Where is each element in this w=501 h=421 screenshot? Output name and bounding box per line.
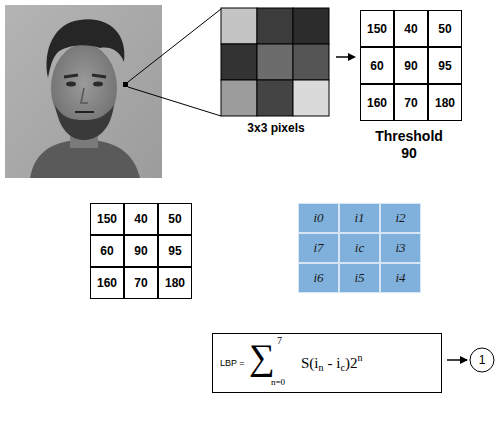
pixel-grid: [221, 8, 329, 116]
table-cell: 180: [158, 267, 192, 299]
photo-beard: [55, 105, 114, 140]
subscript: n: [319, 362, 324, 373]
subscript: c: [340, 362, 344, 373]
table-cell: 70: [394, 84, 428, 121]
index-cell: i1: [339, 203, 380, 233]
grid-caption: 3x3 pixels: [226, 121, 326, 135]
callout-number: 1: [469, 347, 495, 373]
sum-lower: n=0: [271, 377, 285, 387]
index-cell: i5: [339, 263, 380, 293]
photo-eye: [66, 82, 76, 87]
table-cell: 150: [360, 10, 394, 47]
index-cell: i0: [298, 203, 339, 233]
zoom-line: [128, 87, 221, 116]
photo-brows: [64, 75, 106, 77]
photo-ground: [5, 5, 162, 178]
formula-body: S(in- ic)2n: [301, 352, 362, 373]
table-cell: 160: [360, 84, 394, 121]
index-cell: i6: [298, 263, 339, 293]
table-cell: 60: [360, 47, 394, 84]
table-cell: 70: [124, 267, 158, 299]
table-cell: 160: [90, 267, 124, 299]
table-cell: 40: [394, 10, 428, 47]
photo-hair: [47, 19, 125, 78]
index-cell: i2: [380, 203, 421, 233]
arrow-head: [348, 53, 356, 61]
table-cell: 50: [428, 10, 462, 47]
sum-symbol: ∑: [249, 336, 275, 378]
index-cell: i3: [380, 233, 421, 263]
photo-eye: [93, 82, 103, 87]
formula-box: LBP =∑7n=0S(in- ic)2n: [212, 333, 442, 393]
superscript: n: [357, 352, 362, 363]
zoom-line: [128, 9, 221, 82]
callout-circle: 1: [469, 347, 495, 373]
table-cell: 60: [90, 235, 124, 267]
formula-term: S(i: [301, 355, 319, 371]
threshold-caption: Threshold 90: [366, 128, 452, 162]
table-cell: 95: [428, 47, 462, 84]
arrow-line: [336, 56, 350, 58]
table-cell: 150: [90, 203, 124, 235]
table-cell: 180: [428, 84, 462, 121]
formula-term: - i: [328, 355, 341, 371]
formula-term: )2: [345, 355, 358, 371]
table-cell: 90: [394, 47, 428, 84]
index-cell: i4: [380, 263, 421, 293]
sample-pixel: [123, 82, 128, 87]
table-cell: 95: [158, 235, 192, 267]
photo-mouth: [75, 111, 94, 113]
table-cell: 50: [158, 203, 192, 235]
index-cell: ic: [339, 233, 380, 263]
table-cell: 90: [124, 235, 158, 267]
connector-arrow: [447, 359, 467, 361]
formula-lhs: LBP =: [220, 358, 245, 368]
sum-upper: 7: [277, 335, 282, 346]
photo-nose: [81, 88, 88, 103]
table-cell: 40: [124, 203, 158, 235]
index-cell: i7: [298, 233, 339, 263]
